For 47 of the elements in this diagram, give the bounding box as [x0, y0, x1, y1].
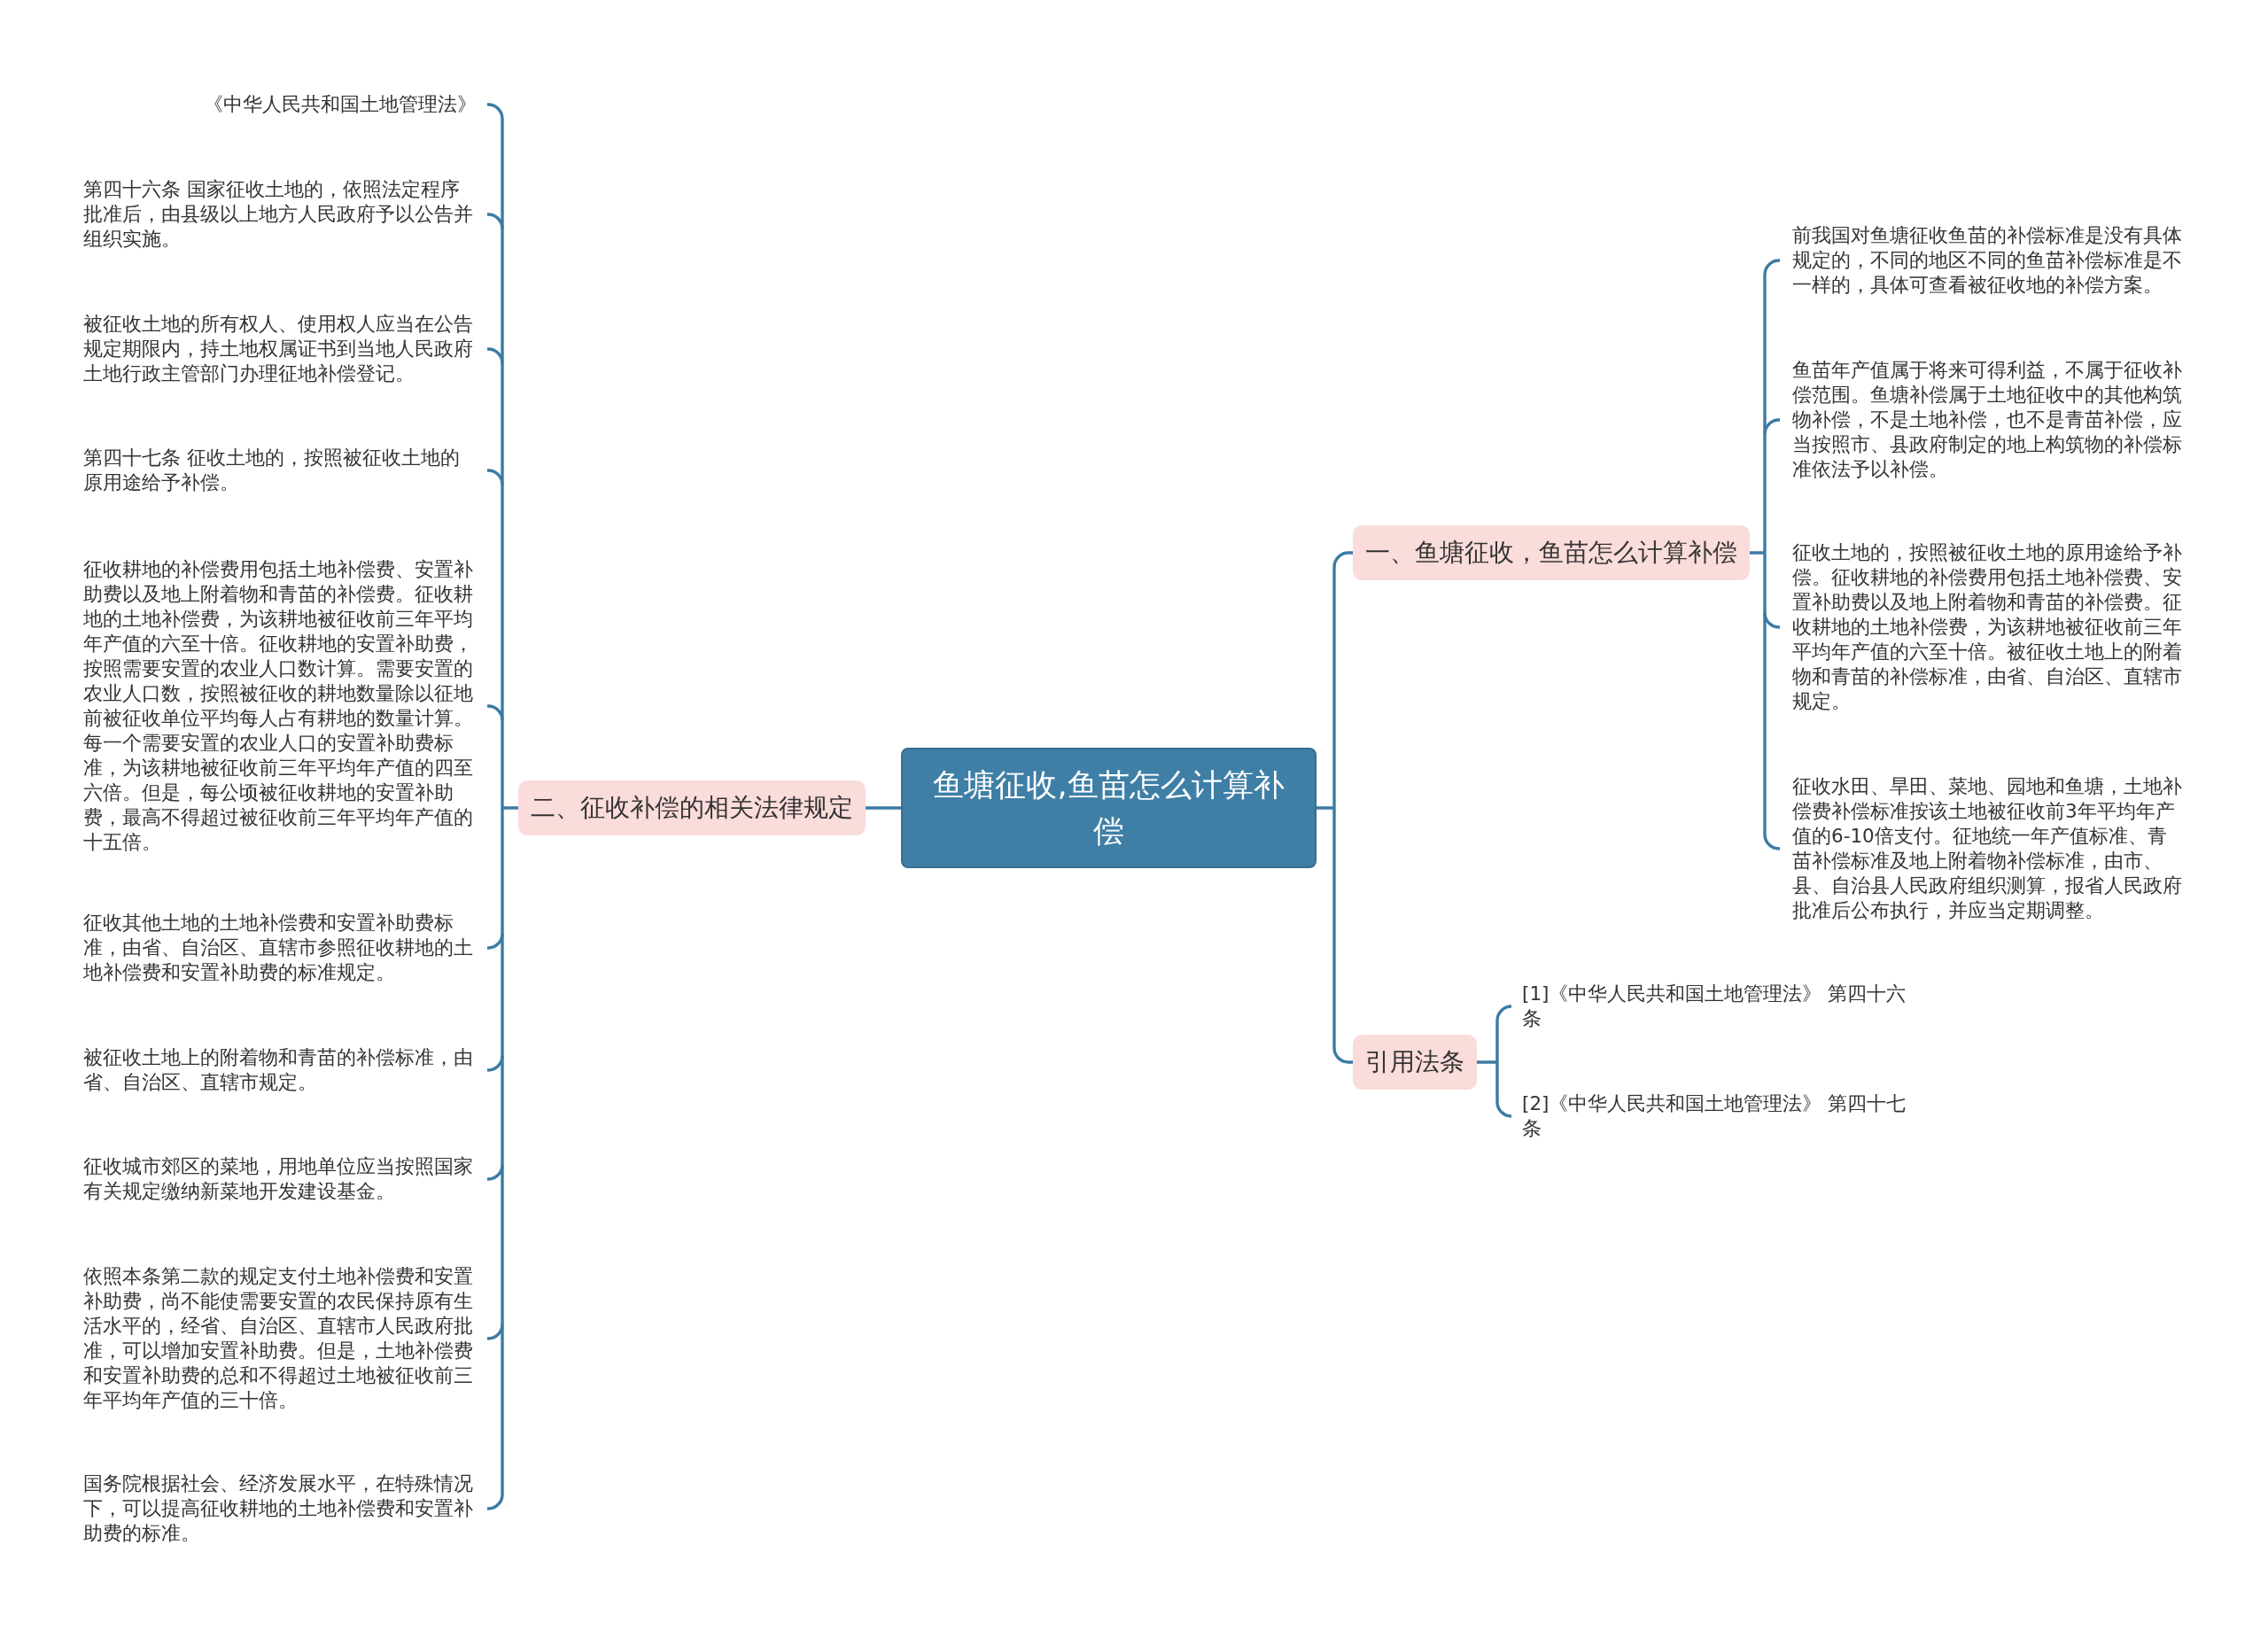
subtopic-text: 被征收土地的所有权人、使用权人应当在公告规定期限内，持土地权属证书到当地人民政府土地行政主管部门办理征地补偿登记。 [83, 312, 474, 386]
connector-line [486, 1494, 504, 1510]
connector-line [1475, 1019, 1499, 1104]
connector-line [1495, 1101, 1513, 1118]
connector-line [486, 1055, 504, 1072]
connector-line [866, 806, 901, 810]
central-topic-box [901, 748, 1317, 868]
topic-box [1353, 1035, 1477, 1090]
reference-text: [2]《中华人民共和国土地管理法》 第四十七条 [1522, 1091, 1907, 1141]
connector-line [486, 1164, 504, 1181]
connector-line [486, 933, 504, 950]
connector-line [1495, 1005, 1513, 1021]
connector-line [1748, 273, 1767, 836]
subtopic-text: 征收城市郊区的菜地，用地单位应当按照国家有关规定缴纳新菜地开发建设基金。 [83, 1154, 474, 1204]
subtopic-text: 鱼苗年产值属于将来可得利益，不属于征收补偿范围。鱼塘补偿属于土地征收中的其他构筑物补偿，不是土地补偿，也不是青苗补偿，应当按照市、县政府制定的地上构筑物的补偿标准依法予以补偿。 [1792, 358, 2183, 482]
connector-line [1332, 551, 1353, 568]
subtopic-text: 第四十七条 征收土地的，按照被征收土地的原用途给予补偿。 [83, 446, 461, 495]
subtopic-text: 第四十六条 国家征收土地的，依照法定程序批准后，由县级以上地方人民政府予以公告并组织实施。 [83, 177, 474, 252]
topic-text: 引用法条 [1365, 1046, 1464, 1078]
subtopic-text: 前我国对鱼塘征收鱼苗的补偿标准是没有具体规定的，不同的地区不同的鱼苗补偿标准是不一样的，具体可查看被征收地的补偿方案。 [1792, 223, 2183, 298]
connector-line [486, 103, 504, 120]
subtopic-text: 征收土地的，按照被征收土地的原用途给予补偿。征收耕地的补偿费用包括土地补偿费、安置补助费以及地上附着物和青苗的补偿费。征收耕地的土地补偿费，为该耕地被征收前三年平均年产值的六至十倍。被征收土地上的附着物和青苗的补偿标准，由省、自治区、直辖市规定。 [1792, 540, 2183, 714]
connector-line [1763, 834, 1781, 850]
topic-text: 二、征收补偿的相关法律规定 [531, 792, 853, 824]
connector-line [1763, 418, 1781, 435]
central-topic-text: 鱼塘征收,鱼苗怎么计算补偿 [932, 766, 1285, 850]
subtopic-text: 《中华人民共和国土地管理法》 [204, 92, 477, 117]
connector-line [501, 117, 520, 1496]
connector-line [486, 1324, 504, 1340]
connector-line [1763, 259, 1781, 276]
connector-line [486, 704, 504, 721]
subtopic-text: 征收耕地的补偿费用包括土地补偿费、安置补助费以及地上附着物和青苗的补偿费。征收耕地的土地补偿费，为该耕地被征收前三年平均年产值的六至十倍。征收耕地的安置补助费，按照需要安置的农业人口数计算。需要安置的农业人口数，按照被征收的耕地数量除以征地前被征收单位平均每人占有耕地的数量计算。每一个需要安置的农业人口的安置补助费标准，为该耕地被征收前三年平均年产值的四至六倍。但是，每公顷被征收耕地的安置补助费，最高不得超过被征收前三年平均年产值的十五倍。 [83, 557, 474, 855]
connector-line [486, 213, 504, 229]
subtopic-text: 征收其他土地的土地补偿费和安置补助费标准，由省、自治区、直辖市参照征收耕地的土地补偿费和安置补助费的标准规定。 [83, 911, 474, 985]
topic-text: 一、鱼塘征收，鱼苗怎么计算补偿 [1365, 537, 1737, 569]
connector-line [1763, 612, 1781, 629]
connector-line [1332, 1047, 1353, 1064]
topic-box [518, 780, 866, 835]
subtopic-text: 被征收土地上的附着物和青苗的补偿标准，由省、自治区、直辖市规定。 [83, 1045, 474, 1095]
subtopic-text: 国务院根据社会、经济发展水平，在特殊情况下，可以提高征收耕地的土地补偿费和安置补助费的标准。 [83, 1471, 474, 1546]
connector-line [486, 469, 504, 485]
connector-line [486, 347, 504, 364]
subtopic-text: 征收水田、旱田、菜地、园地和鱼塘，土地补偿费补偿标准按该土地被征收前3年平均年产值的6-10倍支付。征地统一年产值标准、青苗补偿标准及地上附着物补偿标准，由市、县、自治县人民政府组织测算，报省人民政府批准后公布执行，并应当定期调整。 [1792, 774, 2183, 923]
connector-line [1315, 565, 1336, 1050]
reference-text: [1]《中华人民共和国土地管理法》 第四十六条 [1522, 982, 1907, 1031]
subtopic-text: 依照本条第二款的规定支付土地补偿费和安置补助费，尚不能使需要安置的农民保持原有生活水平的，经省、自治区、直辖市人民政府批准，可以增加安置补助费。但是，土地补偿费和安置补助费的总和不得超过土地被征收前三年平均年产值的三十倍。 [83, 1264, 474, 1413]
topic-box [1353, 525, 1750, 580]
